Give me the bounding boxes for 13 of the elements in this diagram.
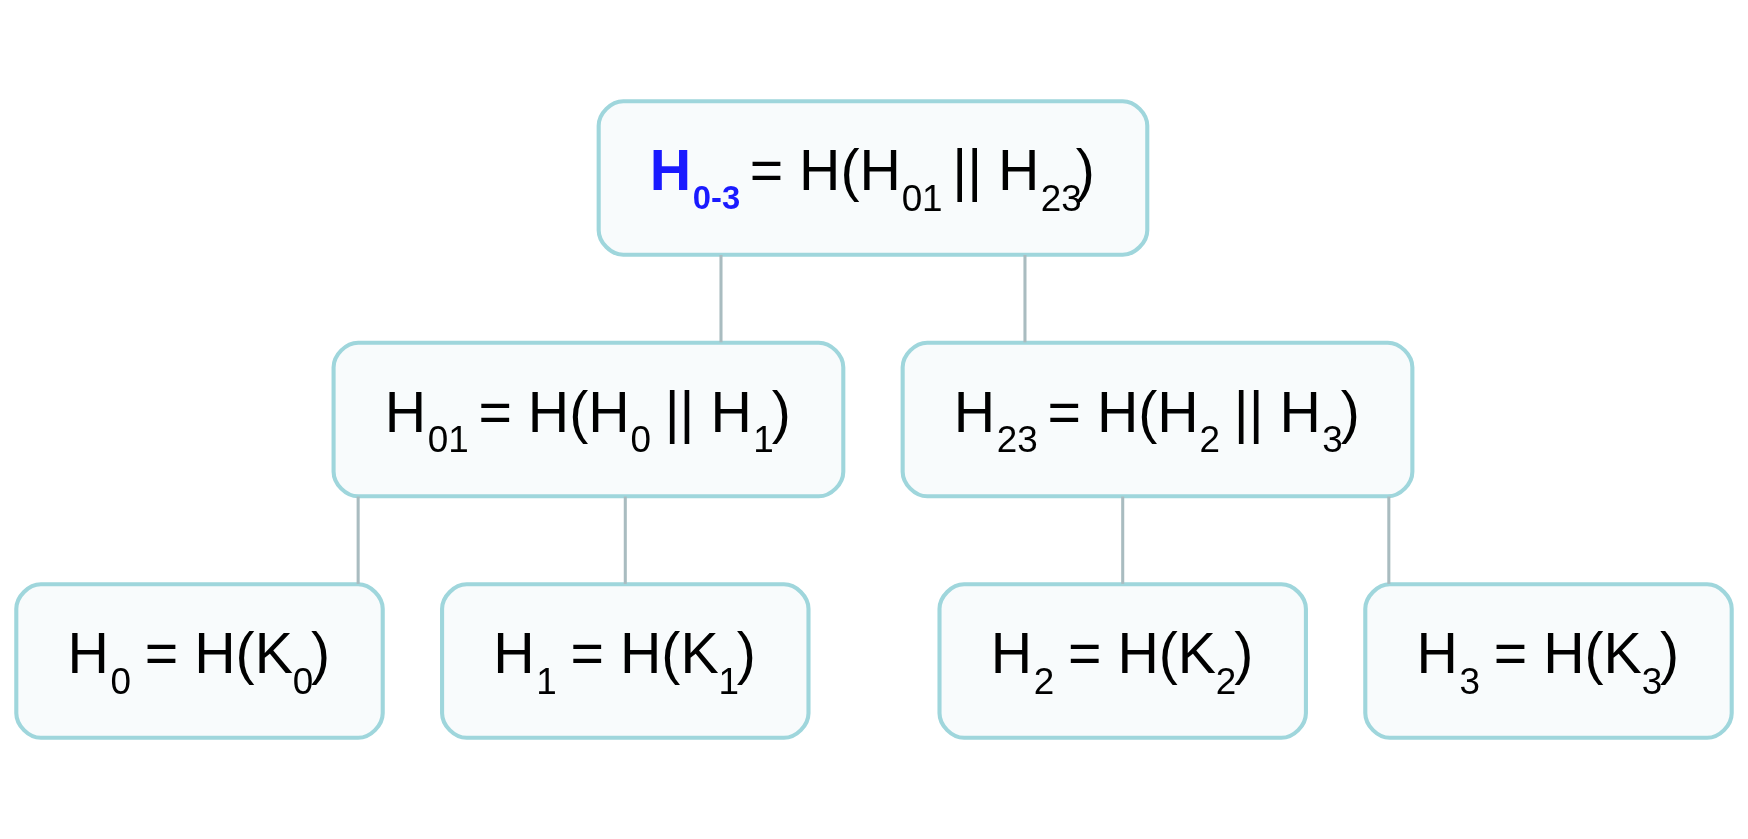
node-box: H$_{3}$ = H(K$_{3}$) (1363, 582, 1734, 740)
node-box: H$_{2}$ = H(K$_{2}$) (937, 582, 1308, 740)
node-box: H$_{1}$ = H(K$_{1}$) (440, 582, 811, 740)
node-box: H$_{23}$ = H(H$_{2}$ || H$_{3}$) (900, 340, 1415, 499)
node-box: H$_{0}$ = H(K$_{0}$) (14, 582, 385, 740)
node-box: H$_{0-3}$ = H(H$_{01}$ || H$_{23}$) (596, 99, 1150, 257)
connector (356, 496, 360, 584)
connector (719, 255, 723, 343)
connector (623, 496, 627, 584)
node-box: H$_{01}$ = H(H$_{0}$ || H$_{1}$) (331, 340, 846, 499)
connector (1387, 496, 1391, 584)
connector (1121, 496, 1125, 584)
connector (1023, 255, 1027, 343)
